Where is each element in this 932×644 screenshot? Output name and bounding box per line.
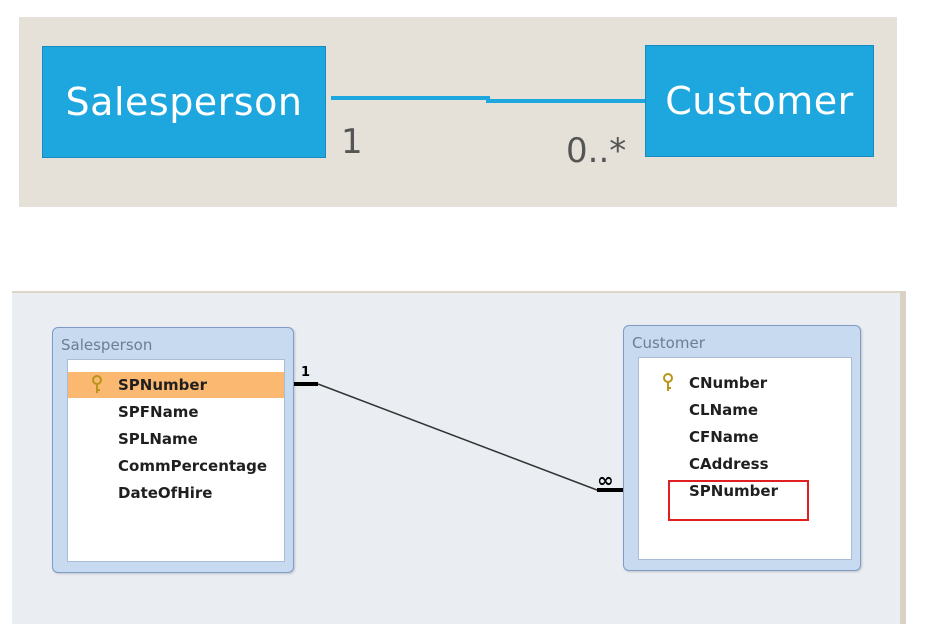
field-name: CNumber bbox=[689, 374, 768, 392]
salesperson-table-window[interactable]: Salesperson SPNumber SPFName SPLName Com… bbox=[52, 327, 294, 573]
multiplicity-one-label: 1 bbox=[341, 122, 363, 162]
key-icon bbox=[663, 373, 673, 391]
customer-field-list: CNumber CLName CFName CAddress SPNumber bbox=[638, 357, 852, 560]
salesperson-field-list: SPNumber SPFName SPLName CommPercentage … bbox=[67, 359, 285, 562]
customer-table-window[interactable]: Customer CNumber CLName CFName CAddress … bbox=[623, 325, 861, 571]
foreign-key-highlight bbox=[668, 480, 809, 521]
field-row-cnumber[interactable]: CNumber bbox=[639, 370, 851, 396]
customer-entity-box: Customer bbox=[645, 45, 874, 157]
field-name: CFName bbox=[689, 428, 759, 446]
field-row-spnumber-foreign-key[interactable]: SPNumber bbox=[639, 478, 851, 504]
field-row-caddress[interactable]: CAddress bbox=[639, 451, 851, 477]
field-name: CAddress bbox=[689, 455, 769, 473]
multiplicity-many-label: 0..* bbox=[566, 131, 627, 171]
salesperson-entity-label: Salesperson bbox=[65, 80, 303, 124]
field-row-cfname[interactable]: CFName bbox=[639, 424, 851, 450]
field-name: CLName bbox=[689, 401, 759, 419]
field-row-clname[interactable]: CLName bbox=[639, 397, 851, 423]
field-name: SPNumber bbox=[689, 482, 778, 500]
relationship-one-label: 1 bbox=[301, 365, 311, 380]
field-row-spnumber[interactable]: SPNumber bbox=[68, 372, 284, 398]
field-name: DateOfHire bbox=[118, 484, 213, 502]
key-icon bbox=[92, 375, 102, 393]
field-row-commpercentage[interactable]: CommPercentage bbox=[68, 453, 284, 479]
customer-entity-label: Customer bbox=[665, 79, 854, 123]
salesperson-entity-box: Salesperson bbox=[42, 46, 326, 158]
salesperson-table-title: Salesperson bbox=[61, 336, 153, 354]
field-name: SPFName bbox=[118, 403, 199, 421]
field-row-splname[interactable]: SPLName bbox=[68, 426, 284, 452]
field-name: SPLName bbox=[118, 430, 198, 448]
field-row-dateofhire[interactable]: DateOfHire bbox=[68, 480, 284, 506]
customer-table-title: Customer bbox=[632, 334, 705, 352]
field-name: SPNumber bbox=[118, 376, 207, 394]
field-row-spfname[interactable]: SPFName bbox=[68, 399, 284, 425]
field-name: CommPercentage bbox=[118, 457, 268, 475]
relationship-many-label: ∞ bbox=[597, 468, 614, 492]
